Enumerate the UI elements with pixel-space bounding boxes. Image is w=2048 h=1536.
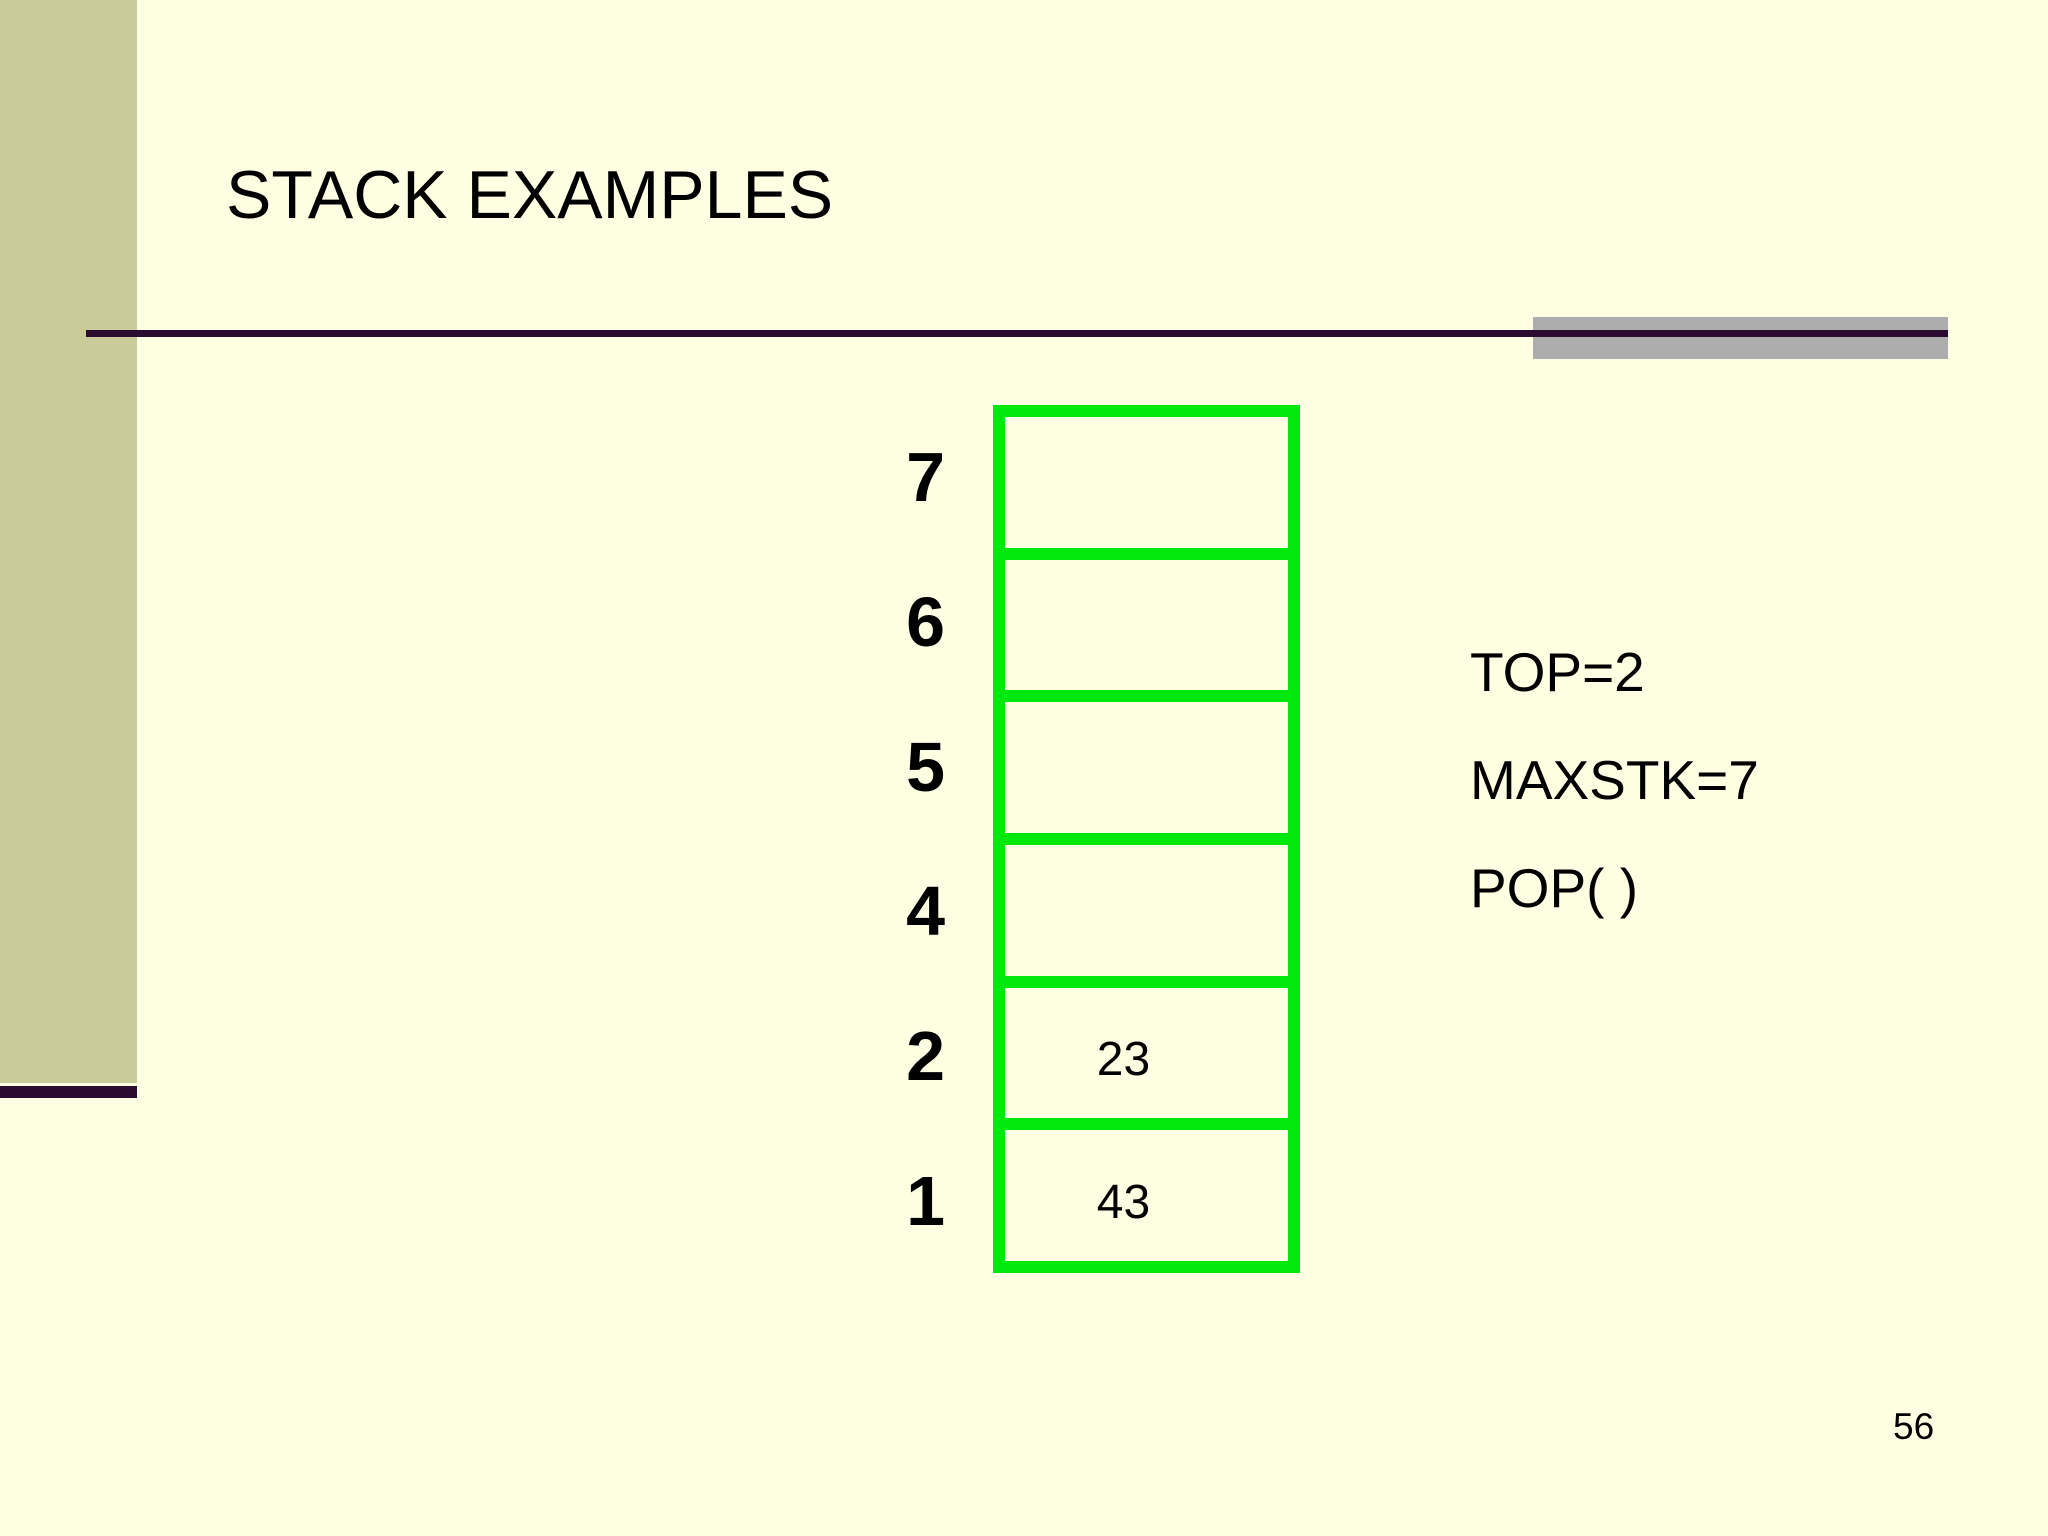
sidebar-accent-bar <box>0 0 137 1083</box>
info-top-value: TOP=2 <box>1470 641 1645 703</box>
page-number: 56 <box>1893 1406 1935 1447</box>
stack-index-label: 5 <box>906 727 945 806</box>
stack-cell <box>1005 702 1288 846</box>
slide-title: STACK EXAMPLES <box>226 157 834 233</box>
stack-index-label: 1 <box>906 1161 945 1240</box>
info-maxstk-value: MAXSTK=7 <box>1470 749 1759 811</box>
stack-cell <box>1005 560 1288 703</box>
stack-state-info: TOP=2 MAXSTK=7 POP( ) <box>1470 645 1759 969</box>
stack-cell: 43 <box>1096 1175 1151 1229</box>
stack-index-label: 7 <box>906 438 945 517</box>
stack-diagram: 23 43 <box>993 405 1300 1273</box>
stack-cell <box>1005 845 1288 988</box>
stack-index-label: 6 <box>906 583 945 661</box>
stack-index-label: 4 <box>906 872 945 951</box>
gray-accent-bar <box>1533 317 1948 359</box>
stack-cell: 23 <box>1005 988 1288 1131</box>
stack-index-labels: 7 6 5 4 2 1 <box>820 405 945 1273</box>
sidebar-underbar <box>0 1086 137 1098</box>
stack-cell <box>1005 417 1288 560</box>
title-divider-line <box>86 330 1948 337</box>
stack-index-label: 2 <box>906 1017 945 1096</box>
info-pop-call: POP( ) <box>1470 857 1639 919</box>
